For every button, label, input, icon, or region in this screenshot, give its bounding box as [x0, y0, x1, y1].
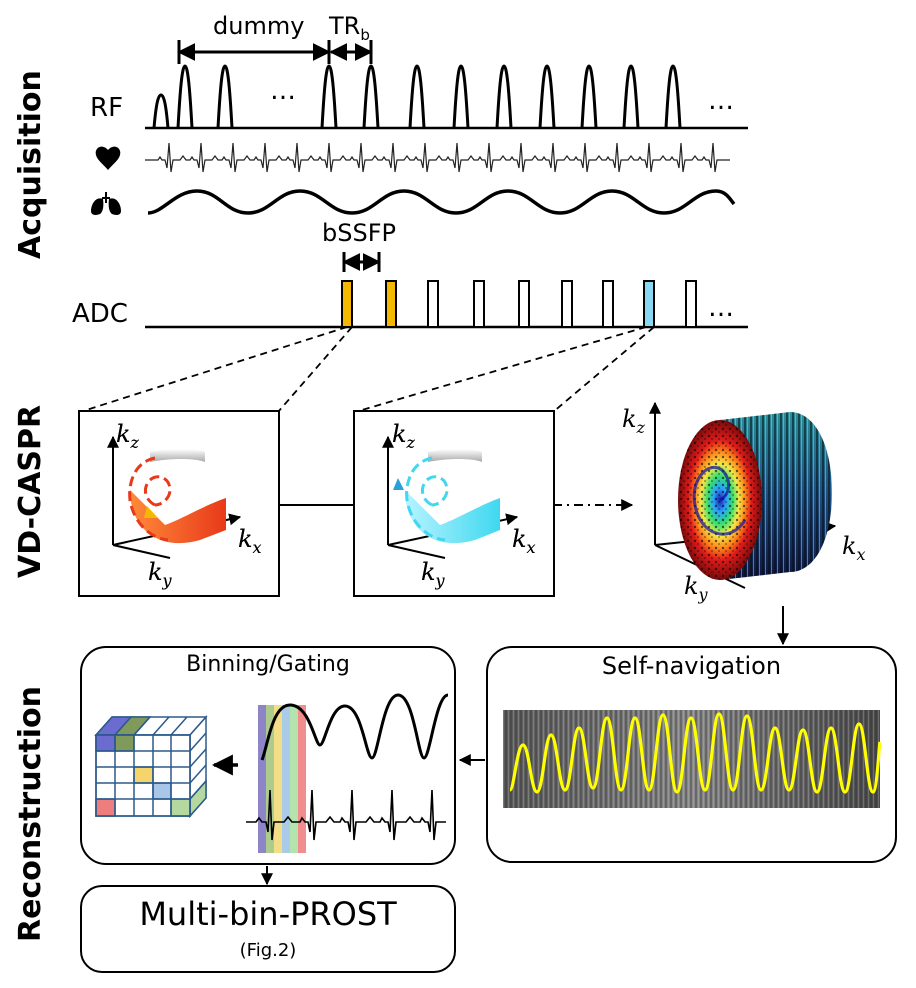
kspace-box-2: [353, 410, 555, 597]
respiratory-trace: [147, 189, 736, 215]
kspace-box-1: [78, 410, 280, 597]
tr-label: TRb: [329, 12, 370, 44]
kz-label-2b: kz: [392, 420, 415, 452]
kz-label-1: kz: [116, 420, 139, 452]
dummy-label: dummy: [213, 12, 305, 40]
tr-text: TR: [329, 12, 361, 40]
ky-label-1b: ky: [148, 558, 172, 590]
kspace-3d-cylinder: [649, 401, 837, 589]
binning-title: Binning/Gating: [186, 652, 350, 677]
adc-ellipsis: …: [708, 293, 734, 323]
kx-label-2b: kx: [512, 525, 536, 557]
tr-subscript: b: [360, 25, 370, 44]
adc-label: ADC: [72, 299, 128, 329]
ecg-trace: [145, 142, 730, 173]
kz-label-2: kz: [392, 420, 415, 452]
ky-label-2: ky: [421, 558, 445, 590]
multi-bin-prost-box: [80, 885, 456, 973]
binning-gating-box: [80, 646, 456, 865]
prost-ref: (Fig.2): [239, 940, 297, 961]
ky-label-1: ky: [148, 558, 172, 590]
heart-icon: [95, 146, 121, 170]
rf-label: RF: [90, 93, 124, 123]
kz-label-3: kz: [622, 405, 645, 437]
zoom-lines: [79, 326, 655, 413]
ky-label-2b: ky: [421, 558, 445, 590]
rf-ellipsis: …: [270, 76, 296, 106]
ky-label-3: ky: [684, 572, 708, 604]
adc-windows: [341, 280, 697, 328]
rf-ellipsis-end: …: [708, 86, 734, 116]
rf-pulses: [152, 64, 682, 129]
lungs-icon: [91, 192, 121, 215]
kx-label-3: kx: [842, 532, 866, 564]
kx-label-1: kx: [238, 525, 262, 557]
bssfp-label: bSSFP: [322, 219, 396, 247]
prost-title: Multi-bin-PROST: [139, 895, 397, 933]
kx-label-1b: kx: [238, 525, 262, 557]
kz-label-1b: kz: [116, 420, 139, 452]
selfnav-title: Self-navigation: [601, 652, 782, 680]
